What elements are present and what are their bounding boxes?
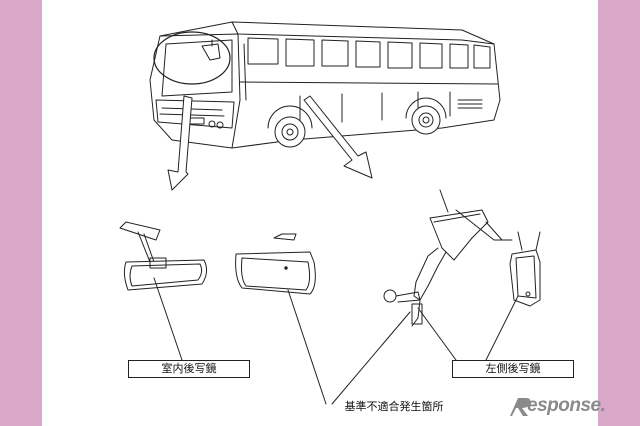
logo-text: esponse.	[527, 395, 606, 416]
interior-mirror-closeup	[235, 233, 316, 295]
leader-closeup-to-left-label	[485, 295, 519, 361]
diagram-sheet: 室内後写鏡 左側後写鏡 基準不適合発生箇所	[42, 0, 598, 426]
arrow-left-mirror	[303, 95, 373, 179]
interior-mirror-drawing	[119, 221, 208, 291]
leader-closeup-to-defect	[287, 289, 327, 405]
label-left-mirror: 左側後写鏡	[452, 360, 574, 378]
mirror-highlight-circle	[153, 31, 231, 85]
leader-interior-to-label	[153, 277, 183, 361]
response-logo-icon	[510, 398, 531, 416]
arrow-interior-mirror	[167, 95, 193, 191]
leader-defect-to-left-mirror	[331, 311, 411, 405]
leader-left-mirror-to-label	[417, 307, 457, 361]
label-interior-mirror: 室内後写鏡	[128, 360, 250, 378]
label-defect-location: 基準不適合発生箇所	[344, 400, 444, 413]
diagram-artwork	[119, 21, 541, 405]
left-mirror-closeup	[509, 231, 541, 307]
bus-illustration	[149, 21, 501, 149]
left-mirror-drawing	[383, 189, 513, 327]
